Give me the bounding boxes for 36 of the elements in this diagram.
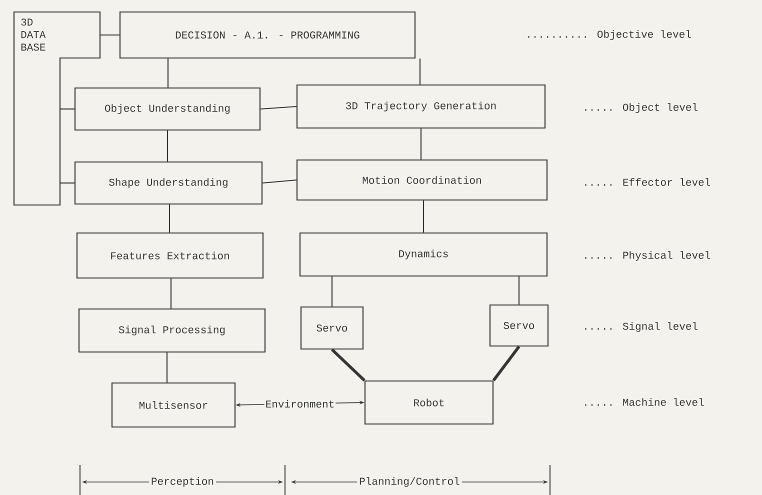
connector bbox=[492, 346, 520, 382]
connector bbox=[331, 276, 333, 306]
process-box: Servo bbox=[489, 304, 549, 347]
level-label: ..... Signal level bbox=[585, 322, 698, 332]
level-label: ..... Machine level bbox=[585, 398, 704, 406]
connector bbox=[166, 130, 168, 162]
level-label: ..... Object level bbox=[585, 103, 698, 113]
process-box: Features Extraction bbox=[76, 232, 264, 279]
process-box: DECISION - A.1. - PROGRAMMING bbox=[119, 11, 416, 59]
process-box: Robot bbox=[364, 380, 494, 425]
connector bbox=[260, 106, 296, 110]
database-box: 3D DATA BASE bbox=[13, 11, 101, 206]
process-box: 3D Trajectory Generation bbox=[296, 84, 546, 129]
connector bbox=[168, 204, 170, 232]
connector bbox=[170, 278, 172, 308]
level-label: ..... Physical level bbox=[585, 251, 710, 261]
connector bbox=[100, 34, 120, 36]
connector bbox=[262, 179, 296, 184]
connector bbox=[330, 348, 366, 382]
connector bbox=[60, 108, 74, 110]
process-box: Object Understanding bbox=[74, 87, 261, 131]
connector bbox=[166, 352, 168, 382]
process-box: Dynamics bbox=[299, 232, 548, 277]
level-label: .......... Objective level bbox=[528, 30, 691, 40]
process-box: Motion Coordination bbox=[296, 159, 548, 201]
connector bbox=[422, 200, 424, 232]
process-box: Signal Processing bbox=[78, 308, 266, 353]
connector bbox=[60, 182, 74, 184]
connector bbox=[167, 58, 169, 88]
process-box: Multisensor bbox=[111, 382, 236, 428]
connector bbox=[420, 128, 422, 160]
level-label: ..... Effector level bbox=[585, 178, 710, 186]
process-box: Shape Understanding bbox=[74, 161, 263, 205]
connector bbox=[419, 58, 421, 84]
process-box: Servo bbox=[300, 306, 364, 350]
connector bbox=[518, 276, 520, 304]
